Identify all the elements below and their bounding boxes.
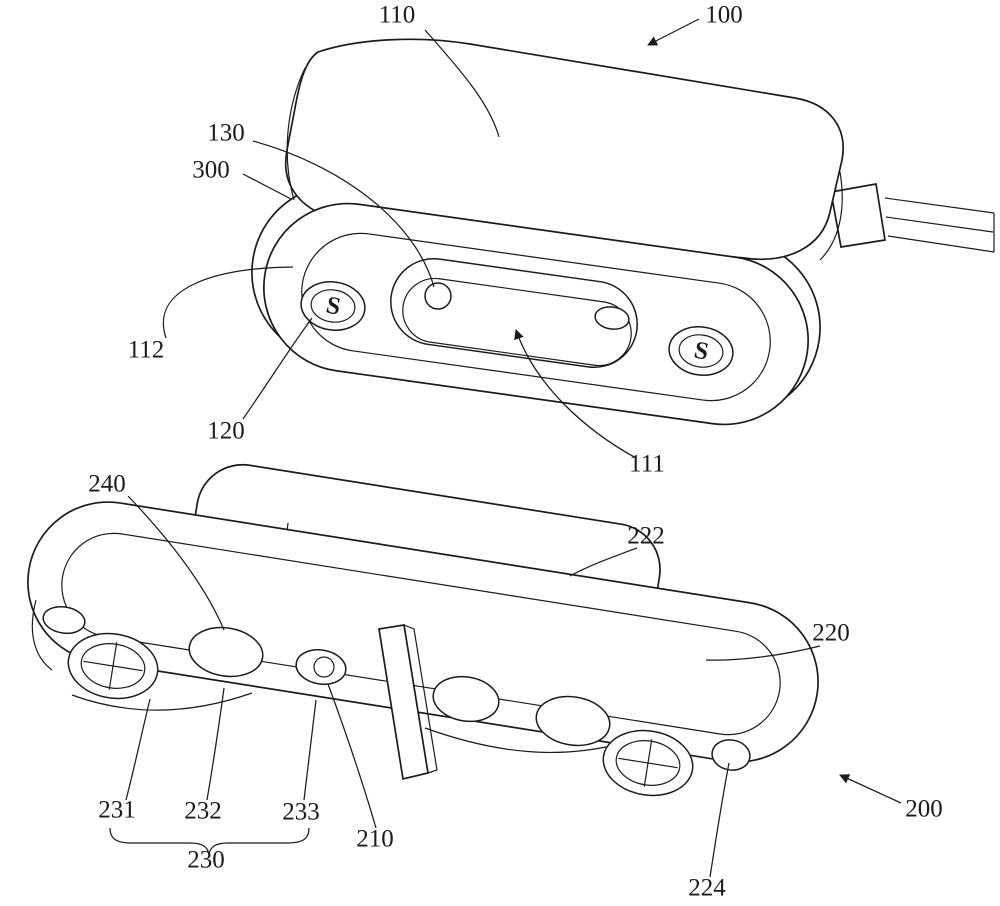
brace-230 [109,827,310,856]
ref-label-222: 222 [627,523,665,550]
leader-233 [303,699,317,801]
magnet-left-pole-mark: S [324,292,343,321]
leader-240 [127,495,225,631]
ref-label-240: 240 [88,471,126,498]
slot-hole-right [594,306,630,330]
leader-110 [424,29,500,138]
arrow-100 [647,18,700,46]
pin-210 [313,656,335,678]
socket-oval-right-b [535,695,611,747]
cable-wire-top [884,197,995,214]
center-slot-floor-111 [402,277,632,367]
base-plate-left-edge-contour [31,599,53,671]
ref-label-100: 100 [705,2,743,29]
arrow-111 [514,329,637,459]
magnet-left-120: S [300,281,366,331]
upper-assembly-drawing: S S [251,38,995,426]
screw-right-cross-v [643,739,653,787]
center-slot-outer [390,257,638,369]
pin-socket-233 [295,649,347,685]
leader-224 [709,762,730,878]
leader-222 [569,547,638,577]
screw-magnet-left-231 [67,632,159,700]
ref-label-120: 120 [207,418,245,445]
pin-socket-oval [295,649,347,685]
screw-magnet-right [602,729,694,797]
ref-label-130: 130 [207,120,245,147]
leader-210 [327,683,377,829]
magnet-right-inner-ring [678,334,724,368]
leader-220 [705,645,821,661]
ref-label-231: 231 [98,797,136,824]
front-face-inner-rim [301,232,771,402]
housing-left-edge-contour [286,67,306,201]
hole-224 [711,739,751,771]
ref-label-224: 224 [688,875,726,902]
cable-wire-bottom [887,235,995,253]
ref-label-232: 232 [184,798,222,825]
housing-right-edge-contour [819,171,843,261]
ref-label-111: 111 [629,451,665,478]
recess-contour-left [71,692,253,711]
ref-label-210: 210 [356,826,394,853]
socket-oval-240 [188,626,264,678]
leader-300 [242,173,292,200]
ref-label-300: 300 [192,157,230,184]
cable [830,183,995,253]
leader-130 [252,140,435,288]
ref-label-230: 230 [187,847,225,874]
magnet-right-pole-mark: S [692,337,711,366]
arrow-200 [839,774,902,804]
ref-label-200: 200 [905,796,943,823]
pin-hole-130 [424,282,452,310]
ref-label-233: 233 [282,799,320,826]
magnet-left-inner-ring [310,289,356,323]
center-tab-side [403,624,438,774]
reference-numerals: 110 100 130 300 112 120 111 240 222 220 … [88,2,943,902]
lower-assembly-drawing [27,463,819,797]
screw-left-cross-v [108,642,118,690]
ref-label-220: 220 [812,620,850,647]
socket-oval-right-a [432,675,500,723]
leader-120 [242,317,313,420]
center-tab [378,624,438,781]
recess-contour-right [424,727,616,754]
magnet-right: S [668,326,734,376]
ref-label-110: 110 [379,2,416,29]
leader-231 [125,698,151,801]
ref-label-112: 112 [128,337,165,364]
leader-232 [206,687,225,801]
cable-stub [830,183,886,248]
left-end-slot [42,605,86,635]
leader-112 [162,266,294,339]
leader-lines [109,18,902,878]
cable-wire-mid [885,216,994,233]
